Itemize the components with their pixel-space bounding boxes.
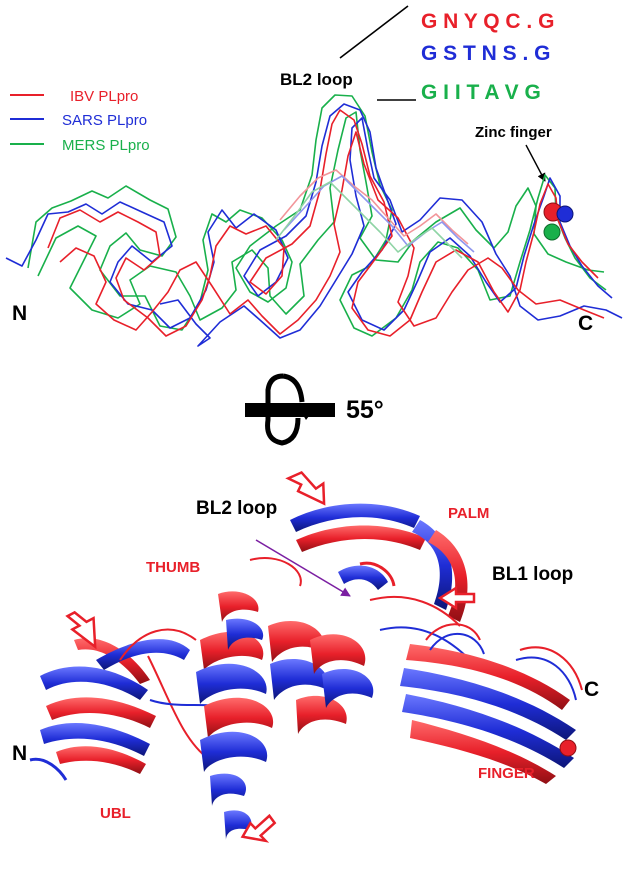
legend-label-mers: MERS PLpro: [62, 137, 150, 154]
sequence-row-sars: G S T N S . G: [421, 42, 551, 65]
top-panel: IBV PLpro SARS PLpro MERS PLpro G N Y Q …: [5, 5, 623, 347]
ubl-domain: [29, 628, 231, 781]
thumb-label: THUMB: [146, 559, 200, 576]
rotation-arrowhead-icon: [300, 404, 318, 420]
zinc-finger-arrow: [525, 144, 546, 182]
zinc-atom-mers: [543, 223, 561, 241]
ibv-trace-faded: [279, 169, 469, 245]
n-terminus-label-top: N: [12, 302, 27, 325]
thumb-domain: [196, 557, 374, 840]
sars-trace-2: [159, 117, 623, 347]
ibv-trace: [47, 109, 599, 337]
c-terminus-label-bottom: C: [584, 678, 599, 701]
highlight-arrows: [65, 470, 476, 843]
bottom-panel: BL2 loop BL1 loop PALM THUMB FINGER UBL …: [12, 470, 599, 843]
legend-label-ibv: IBV PLpro: [70, 88, 138, 105]
legend: IBV PLpro SARS PLpro MERS PLpro: [10, 88, 150, 154]
mers-trace: [27, 94, 607, 337]
ibv-trace-2: [59, 131, 605, 335]
rotation-axis-bar: [245, 403, 335, 417]
zinc-finger-label: Zinc finger: [475, 124, 552, 141]
bl2-loop-label-bottom: BL2 loop: [196, 498, 277, 519]
palm-label: PALM: [448, 505, 489, 522]
finger-label: FINGER: [478, 765, 535, 782]
rotation-curve: [265, 373, 305, 446]
arrow-palm-icon: [285, 470, 326, 506]
legend-label-sars: SARS PLpro: [62, 112, 147, 129]
rotation-angle-label: 55°: [346, 396, 384, 424]
c-terminus-label-top: C: [578, 312, 593, 335]
n-terminus-label-bottom: N: [12, 742, 27, 765]
zinc-atom-bottom: [559, 739, 577, 757]
bl2-loop-label-top: BL2 loop: [280, 70, 353, 89]
finger-domain: [400, 623, 583, 784]
rotation-indicator: 55°: [245, 373, 384, 446]
bl1-loop-label: BL1 loop: [492, 564, 573, 585]
zinc-atom-sars: [556, 205, 574, 223]
bl2-pointer-line-upper: [339, 5, 409, 59]
sequence-row-mers: G I I T A V G: [421, 81, 541, 104]
mers-trace-faded: [275, 181, 463, 259]
arrow-ubl-icon: [65, 610, 97, 650]
ubl-label: UBL: [100, 805, 131, 822]
arrow-thumb-bottom-icon: [240, 813, 277, 843]
arrow-bl1-icon: [437, 585, 476, 611]
ca-traces: [5, 94, 623, 347]
sars-trace-faded: [283, 175, 475, 253]
sequence-row-ibv: G N Y Q C . G: [421, 10, 554, 33]
bl2-loop-arrow: [255, 539, 351, 597]
